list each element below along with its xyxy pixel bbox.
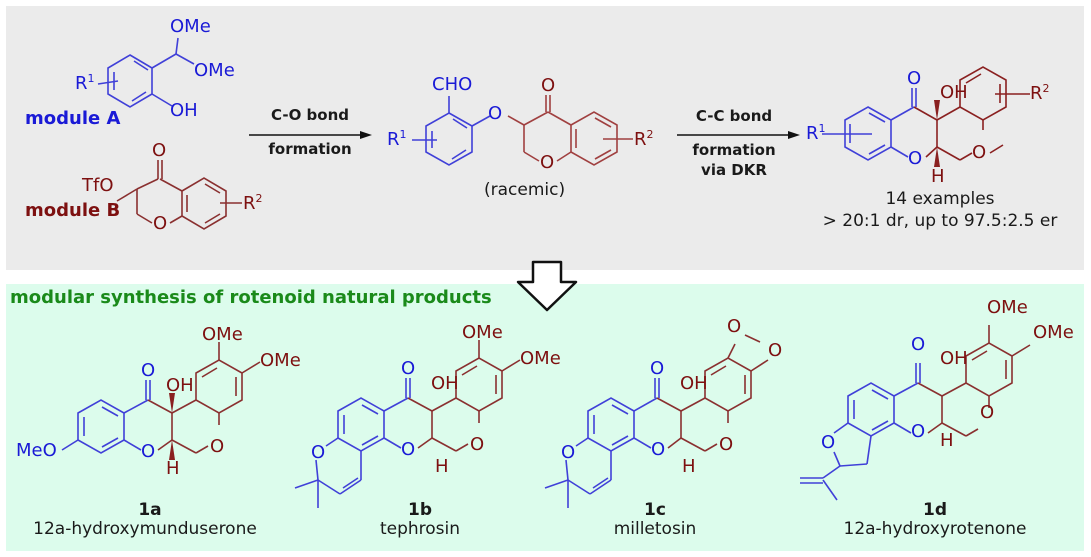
1a-meo: MeO	[16, 440, 57, 461]
1b-ome-1: OMe	[462, 322, 503, 343]
compound-1a-red	[147, 342, 261, 454]
1d-ome-2: OMe	[1033, 322, 1074, 343]
1c-ring-o3: O	[561, 442, 576, 463]
intermediate-racemic-note: (racemic)	[484, 180, 566, 200]
arrow-1	[249, 131, 372, 139]
product-r2: R2	[1030, 82, 1050, 104]
1b-carbonyl-o: O	[401, 358, 416, 379]
1a-carbonyl-o: O	[141, 360, 156, 381]
1c-dioxole-o2: O	[768, 340, 783, 361]
product-carbonyl-o: O	[907, 68, 922, 89]
compound-name-1d: 12a-hydroxyrotenone	[843, 519, 1027, 539]
product-a-ring	[822, 88, 917, 161]
product-wedge-oh	[934, 100, 940, 120]
natural-products-panel	[6, 284, 1084, 551]
1c-h: H	[682, 456, 696, 477]
product-selectivity: > 20:1 dr, up to 97.5:2.5 er	[822, 211, 1058, 231]
product-bd-rings	[913, 66, 1030, 161]
compound-id-1a: 1a	[138, 500, 162, 520]
compound-1a-blue	[61, 380, 151, 454]
1d-carbonyl-o: O	[911, 334, 926, 355]
1b-ring-o2: O	[470, 434, 485, 455]
compound-name-1b: tephrosin	[379, 519, 461, 539]
module-a-structure	[97, 37, 195, 108]
1b-ring-o3: O	[311, 442, 326, 463]
intermediate-ring-o: O	[540, 152, 555, 173]
module-b-ring-o: O	[153, 213, 168, 234]
module-b-r2: R2	[243, 192, 263, 214]
intermediate-cho: CHO	[432, 74, 473, 95]
reaction-scheme-panel	[6, 6, 1084, 270]
compound-id-1d: 1d	[923, 500, 947, 520]
step1-condition-line1: C-O bond	[270, 106, 349, 124]
1d-ring-o3: O	[821, 432, 836, 453]
module-b-tfo: TfO	[82, 175, 114, 196]
1d-ring-o1: O	[911, 421, 926, 442]
1b-ome-2: OMe	[520, 348, 561, 369]
compound-1b-blue	[294, 378, 411, 508]
1a-oh: OH	[166, 375, 194, 396]
intermediate-ether-o: O	[488, 103, 503, 124]
arrow-2	[677, 131, 800, 139]
1d-h: H	[940, 430, 954, 451]
compound-id-1b: 1b	[408, 500, 432, 520]
compound-1c-blue	[544, 378, 660, 508]
intermediate-r1: R1	[387, 128, 407, 150]
intermediate-chromanone	[507, 95, 633, 166]
module-b-label: module B	[25, 200, 121, 221]
intermediate-aryl	[412, 96, 491, 166]
1a-ome-2: OMe	[260, 350, 301, 371]
compound-name-1c: milletosin	[613, 519, 697, 539]
product-h: H	[931, 166, 945, 187]
compound-1b-red	[407, 340, 521, 452]
1a-ring-o1: O	[141, 441, 156, 462]
1c-ring-o1: O	[651, 439, 666, 460]
product-ring-o2: O	[972, 142, 987, 163]
intermediate-carbonyl-o: O	[541, 75, 556, 96]
product-oh: OH	[940, 82, 968, 103]
product-ring-o1: O	[908, 148, 923, 169]
step2-condition-line2: formation	[692, 141, 776, 159]
1c-oh: OH	[680, 373, 708, 394]
1c-ring-o2: O	[719, 434, 734, 455]
module-a-ome-1: OMe	[170, 16, 211, 37]
step2-condition-line1: C-C bond	[695, 107, 773, 125]
intermediate-r2: R2	[634, 128, 654, 150]
step2-condition-line3: via DKR	[701, 161, 767, 179]
module-a-r1: R1	[75, 72, 95, 94]
section-title: modular synthesis of rotenoid natural pr…	[10, 287, 492, 308]
compound-1c-red	[656, 334, 769, 452]
compound-1d-red	[917, 325, 1031, 437]
1b-ring-o1: O	[401, 439, 416, 460]
step1-condition-line2: formation	[268, 140, 352, 158]
1a-ome-1: OMe	[202, 324, 243, 345]
1c-dioxole-o1: O	[727, 316, 742, 337]
1b-h: H	[435, 456, 449, 477]
1a-ring-o2: O	[210, 436, 225, 457]
compound-name-1a: 12a-hydroxymunduserone	[33, 519, 257, 539]
product-wedge-h	[934, 147, 940, 167]
1d-ring-o2: O	[980, 402, 995, 423]
product-examples: 14 examples	[885, 189, 995, 209]
compound-id-1c: 1c	[644, 500, 666, 520]
module-a-oh: OH	[170, 100, 198, 121]
1c-carbonyl-o: O	[650, 358, 665, 379]
module-b-carbonyl-o: O	[152, 140, 167, 161]
1b-oh: OH	[431, 373, 459, 394]
compound-1d-blue	[800, 363, 921, 501]
module-b-structure	[116, 160, 242, 230]
1d-ome-1: OMe	[987, 297, 1028, 318]
1d-oh: OH	[940, 348, 968, 369]
1a-h: H	[166, 458, 180, 479]
module-a-ome-2: OMe	[194, 60, 235, 81]
hollow-down-arrow-icon	[516, 260, 578, 312]
product-r1: R1	[806, 122, 826, 144]
module-a-label: module A	[25, 108, 121, 129]
